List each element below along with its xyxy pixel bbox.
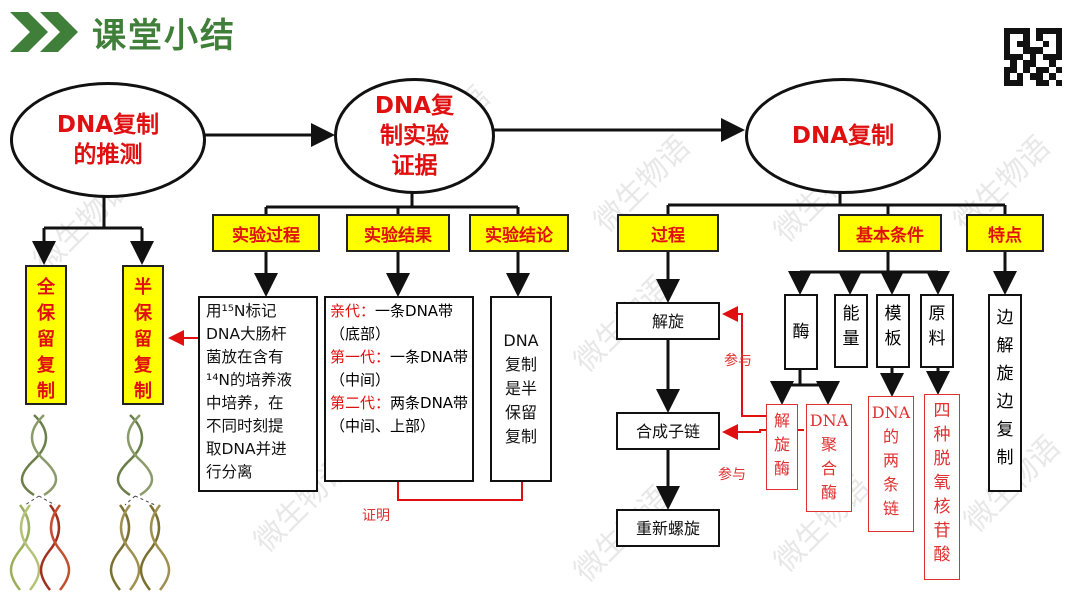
- experiment-result-label: 实验结果: [346, 214, 450, 252]
- experiment-process-text: 用¹⁵N标记 DNA大肠杆 菌放在含有 ¹⁴N的培养液 中培养，在 不同时刻提 …: [198, 296, 318, 492]
- feature-text: 边 解 旋 边 复 制: [988, 294, 1022, 492]
- step-rewind: 重新螺旋: [616, 509, 720, 547]
- qr-code-icon: [1004, 28, 1062, 86]
- condition-template: 模 板: [876, 294, 910, 368]
- page-title: 课堂小结: [92, 16, 236, 56]
- ellipse-evidence: DNA复 制实验 证据: [334, 78, 495, 194]
- full-conservative-box: 全 保 留 复 制: [25, 265, 67, 405]
- step-unwind: 解旋: [616, 302, 720, 340]
- condition-enzyme: 酶: [784, 294, 818, 370]
- basic-conditions-label: 基本条件: [838, 214, 942, 252]
- helicase-box: 解 旋 酶: [766, 404, 798, 490]
- result-first-gen: 第一代：一条DNA带（中间）: [330, 348, 469, 389]
- result-parent: 亲代：一条DNA带（底部）: [330, 302, 454, 343]
- experiment-process-label: 实验过程: [212, 214, 320, 252]
- experiment-conclusion-text: DNA 复制 是半 保留 复制: [490, 296, 552, 482]
- participate-label-2: 参与: [718, 467, 746, 483]
- participate-label-1: 参与: [724, 353, 752, 369]
- experiment-results-box: [324, 296, 474, 482]
- dna-polymerase-box: DNA 聚 合 酶: [806, 404, 852, 512]
- condition-energy: 能 量: [834, 294, 868, 368]
- replication-process-label: 过程: [617, 214, 719, 252]
- experiment-conclusion-label: 实验结论: [469, 214, 569, 252]
- experiment-results-list: 亲代：一条DNA带（底部） 第一代：一条DNA带（中间） 第二代：两条DNA带（…: [330, 300, 480, 438]
- step-synthesize: 合成子链: [616, 412, 720, 450]
- ellipse-speculation: DNA复制 的推测: [10, 82, 206, 198]
- result-second-gen: 第二代：两条DNA带（中间、上部）: [330, 394, 469, 435]
- semi-conservative-box: 半 保 留 复 制: [122, 265, 164, 405]
- proof-label: 证明: [362, 508, 390, 524]
- dna-helix-illustration: [9, 414, 171, 591]
- chevron-icon: [10, 12, 78, 52]
- ellipse-replication: DNA复制: [745, 78, 941, 194]
- nucleotides-box: 四 种 脱 氧 核 苷 酸: [924, 394, 960, 580]
- template-strands-box: DNA 的 两 条 链: [868, 396, 914, 532]
- condition-material: 原 料: [920, 294, 954, 368]
- features-label: 特点: [966, 214, 1044, 252]
